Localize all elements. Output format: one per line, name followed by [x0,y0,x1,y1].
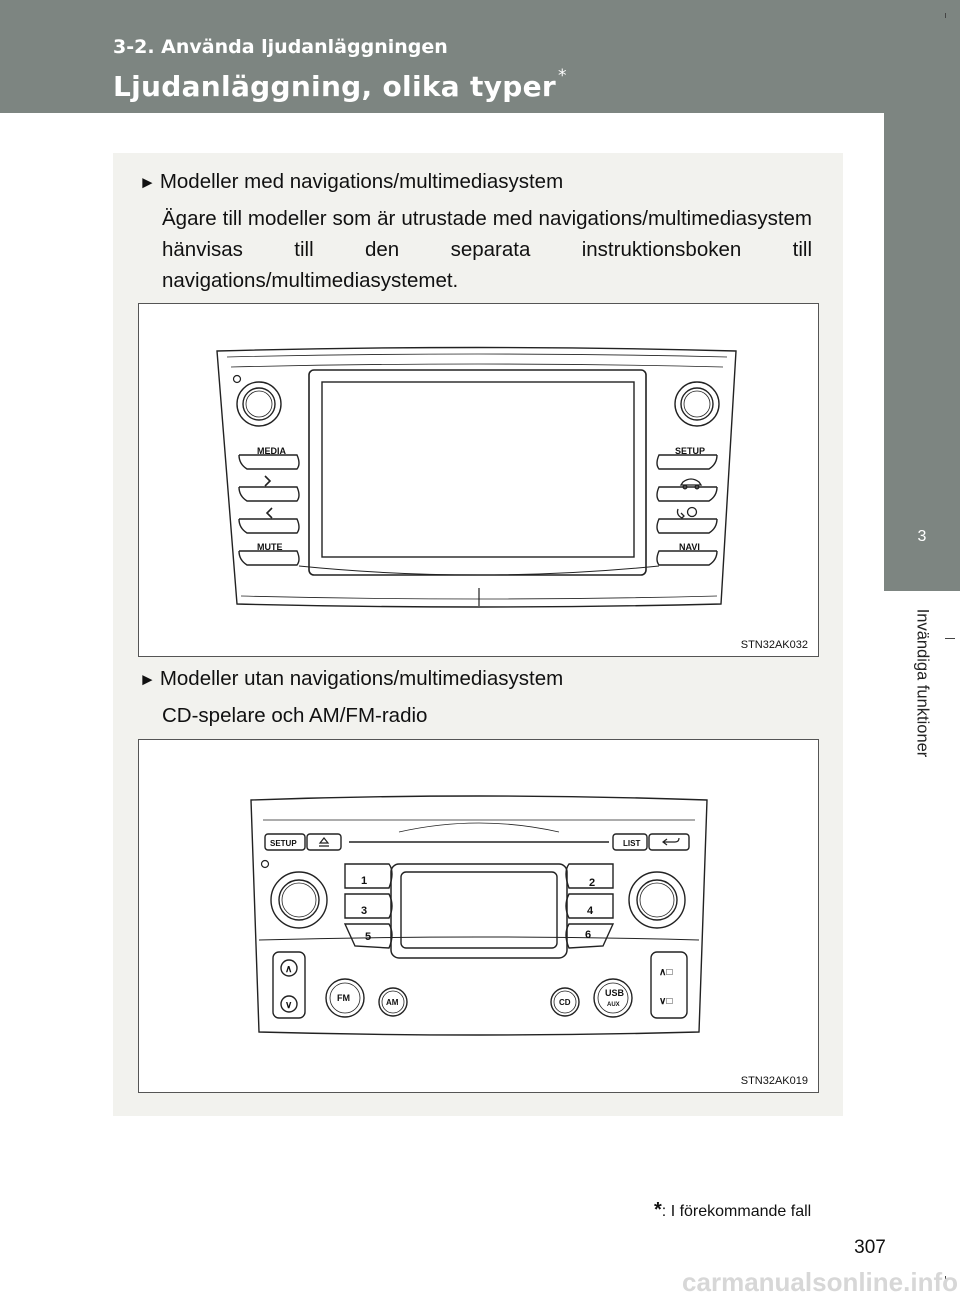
bullet-heading-with-navi: ►Modeller med navigations/multimediasyst… [139,170,563,194]
footnote-text: : I förekommande fall [661,1203,812,1220]
preset-2-label: 2 [589,877,595,889]
mute-button-label: MUTE [257,542,283,552]
cd-radio-unit-illustration: SETUP LIST 1 3 5 2 4 6 ∧ ∨ ∧□ ∨□ FM AM C… [250,795,708,1036]
bullet-text: Modeller med navigations/multimediasyste… [159,170,564,193]
chapter-header-bar: 3-2. Använda ljudanläggningen Ljudanlägg… [0,0,960,113]
crop-mark [945,1276,946,1282]
side-tab-rule [884,590,960,591]
media-button-label: MEDIA [257,446,287,456]
bullet-heading-without-navi: ►Modeller utan navigations/multimediasys… [139,667,563,691]
up-arrow-icon: ∧ [285,964,292,975]
chapter-side-title: Invändiga funktioner [913,608,932,758]
navigation-unit-illustration: MEDIA MUTE SETUP NAVI [216,346,737,608]
fm-button-label: FM [337,993,350,1003]
bullet-arrow-icon: ► [139,173,156,192]
description-without-navi: CD-spelare och AM/FM-radio [162,704,428,727]
preset-3-label: 3 [361,905,367,917]
preset-6-label: 6 [585,929,591,941]
folder-down-icon: ∨□ [659,996,672,1007]
footnote-asterisk-icon: * [654,1199,662,1221]
usb-button-label: USB [605,988,625,998]
chapter-number: 3 [917,528,927,545]
preset-5-label: 5 [365,931,371,943]
watermark: carmanualsonline.info [682,1267,958,1297]
preset-4-label: 4 [587,905,594,917]
bullet-arrow-icon: ► [139,670,156,689]
bullet-text: Modeller utan navigations/multimediasyst… [159,667,564,690]
folder-up-icon: ∧□ [659,967,672,978]
navi-button-label: NAVI [679,542,700,552]
page-title: Ljudanläggning, olika typer* [113,66,567,103]
crop-mark [945,638,955,639]
setup-button-label: SETUP [270,839,297,848]
list-button-label: LIST [623,839,640,848]
cd-button-label: CD [559,998,571,1007]
footnote: *: I förekommande fall [654,1199,811,1222]
figure-cd-radio-unit: SETUP LIST 1 3 5 2 4 6 ∧ ∨ ∧□ ∨□ FM AM C… [138,739,819,1093]
figure-code: STN32AK032 [740,639,808,651]
down-arrow-icon: ∨ [285,1000,292,1011]
page-number: 307 [854,1237,886,1258]
chapter-side-tab [884,113,960,590]
figure-navigation-unit: MEDIA MUTE SETUP NAVI STN32AK032 [138,303,819,657]
setup-button-label: SETUP [675,446,705,456]
title-asterisk: * [558,66,567,86]
section-label: 3-2. Använda ljudanläggningen [113,36,448,58]
crop-mark [945,13,946,18]
figure-code: STN32AK019 [740,1075,808,1087]
aux-button-label: AUX [607,1002,620,1008]
am-button-label: AM [386,998,399,1007]
preset-1-label: 1 [361,875,367,887]
page-title-text: Ljudanläggning, olika typer [113,70,556,103]
description-with-navi: Ägare till modeller som är utrustade med… [162,207,812,292]
